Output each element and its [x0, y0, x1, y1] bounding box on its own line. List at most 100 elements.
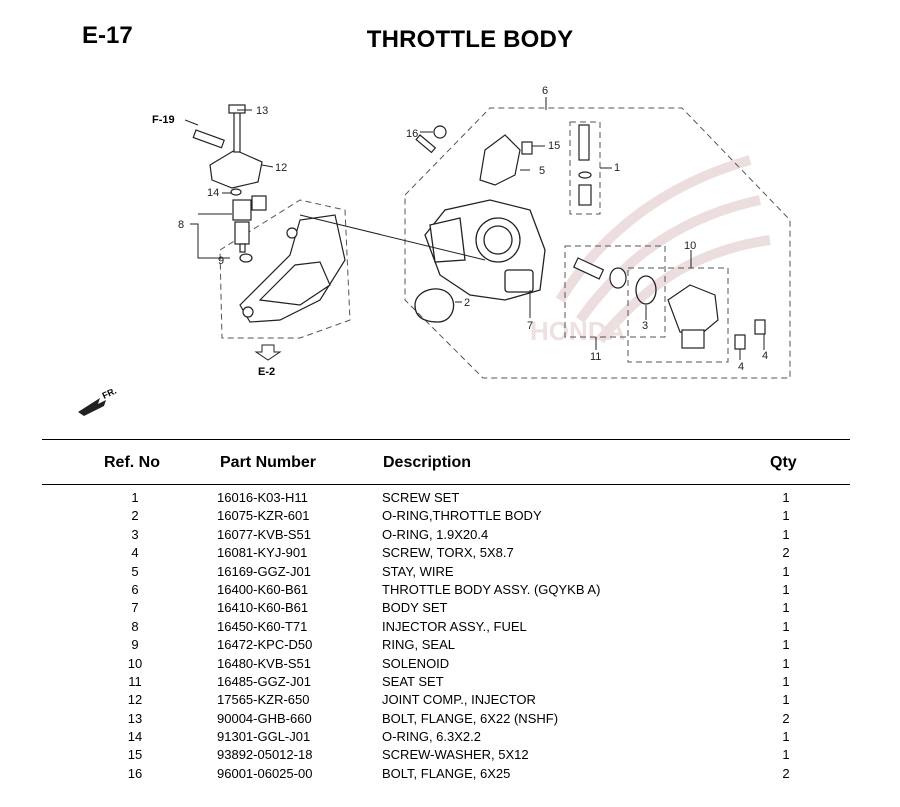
cell-part-number: 16169-GGZ-J01 [217, 563, 311, 579]
header-description: Description [383, 454, 472, 471]
cell-part-number: 91301-GGL-J01 [217, 729, 311, 745]
brand-watermark-text: HONDA [530, 316, 626, 346]
cell-part-number: 16450-K60-T71 [217, 618, 308, 634]
cell-ref: 6 [131, 581, 139, 597]
cell-qty: 1 [782, 490, 790, 505]
callout-12: 12 [275, 162, 287, 174]
cell-part-number: 90004-GHB-660 [217, 710, 312, 726]
callout-13: 13 [256, 105, 268, 117]
callout-15: 15 [548, 140, 560, 152]
cell-qty: 1 [782, 581, 790, 597]
callout-9: 9 [218, 255, 224, 267]
cell-description: SCREW-WASHER, 5X12 [382, 747, 529, 763]
cell-ref: 7 [131, 600, 139, 616]
exploded-parts-diagram: HONDA [78, 85, 791, 416]
table-row: 15 93892-05012-18 SCREW-WASHER, 5X12 1 [0, 746, 900, 764]
torx-screws-4 [734, 319, 766, 350]
callout-1: 1 [614, 162, 620, 174]
cell-qty: 1 [782, 637, 790, 653]
o-ring-3 [635, 275, 657, 305]
solenoid-outline-10 [627, 267, 729, 363]
cell-part-number: 16081-KYJ-901 [217, 545, 308, 561]
table-row: 6 16400-K60-B61 THROTTLE BODY ASSY. (GQYKB… [0, 581, 900, 599]
callout-16: 16 [406, 128, 418, 140]
cell-ref: 14 [127, 729, 143, 745]
cell-ref: 8 [131, 618, 139, 634]
table-top-rule [42, 439, 850, 440]
cell-ref: 5 [131, 563, 139, 579]
cell-description: BODY SET [382, 600, 448, 616]
brand-watermark [555, 155, 771, 344]
cell-ref: 13 [127, 710, 143, 726]
header-qty: Qty [770, 454, 797, 471]
callout-7: 7 [527, 320, 533, 332]
callout-6: 6 [542, 85, 548, 97]
cell-part-number: 17565-KZR-650 [217, 692, 310, 708]
front-direction-arrow: FR. [78, 386, 118, 416]
cell-qty: 1 [782, 618, 790, 634]
cell-qty: 1 [782, 747, 790, 763]
callout-10: 10 [684, 240, 696, 252]
cell-qty: 2 [782, 765, 790, 781]
cell-description: O-RING,THROTTLE BODY [382, 508, 542, 524]
cell-description: STAY, WIRE [382, 563, 454, 579]
callout-3: 3 [642, 320, 648, 332]
header-part-number: Part Number [220, 454, 317, 471]
stay-wire-5 [415, 125, 533, 186]
cell-part-number: 16400-K60-B61 [217, 581, 309, 597]
callout-11: 11 [590, 351, 601, 363]
cell-description: SOLENOID [382, 655, 450, 671]
callout-8: 8 [178, 219, 184, 231]
cell-description: THROTTLE BODY ASSY. (GQYKB A) [382, 581, 601, 597]
cell-qty: 2 [782, 710, 790, 726]
cell-qty: 1 [782, 729, 790, 745]
cell-ref: 1 [131, 490, 139, 505]
ref-f19-label: F-19 [152, 114, 175, 126]
callout-4a: 4 [738, 361, 744, 373]
solenoid-10 [667, 284, 719, 349]
cell-qty: 1 [782, 563, 790, 579]
injector-joint-12 [192, 104, 263, 189]
cell-qty: 1 [782, 600, 790, 616]
ref-f19-arrow: F-19 [152, 114, 199, 126]
front-direction-label: FR. [101, 386, 118, 401]
cell-description: BOLT, FLANGE, 6X25 [382, 765, 511, 781]
cell-part-number: 93892-05012-18 [217, 747, 313, 763]
cell-part-number: 16480-KVB-S51 [217, 655, 311, 671]
cell-part-number: 16472-KPC-D50 [217, 637, 313, 653]
cell-description: BOLT, FLANGE, 6X22 (NSHF) [382, 710, 559, 726]
cell-ref: 11 [128, 673, 142, 689]
cell-part-number: 16077-KVB-S51 [217, 526, 311, 542]
callout-4b: 4 [762, 350, 768, 362]
cell-ref: 3 [131, 526, 139, 542]
o-ring-throttle-body-2 [414, 288, 455, 323]
cell-part-number: 16016-K03-H11 [217, 490, 308, 505]
callout-14: 14 [207, 187, 219, 199]
cell-description: JOINT COMP., INJECTOR [382, 692, 536, 708]
cell-ref: 16 [127, 765, 143, 781]
injector-bracket [239, 214, 346, 323]
cell-qty: 1 [782, 508, 790, 524]
callout-5: 5 [539, 165, 545, 177]
cell-qty: 1 [782, 526, 790, 542]
cell-description: O-RING, 6.3X2.2 [382, 729, 481, 745]
cell-ref: 4 [131, 545, 139, 561]
cell-part-number: 16075-KZR-601 [217, 508, 310, 524]
cell-ref: 15 [127, 747, 143, 763]
table-row: 13 90004-GHB-660 BOLT, FLANGE, 6X22 (NSHF)… [0, 710, 900, 728]
table-header-rule [42, 484, 850, 485]
cell-description: RING, SEAL [382, 637, 455, 653]
seat-set-11 [572, 257, 627, 289]
ref-e2-label: E-2 [258, 366, 275, 378]
fuel-injector-8 [230, 188, 267, 263]
